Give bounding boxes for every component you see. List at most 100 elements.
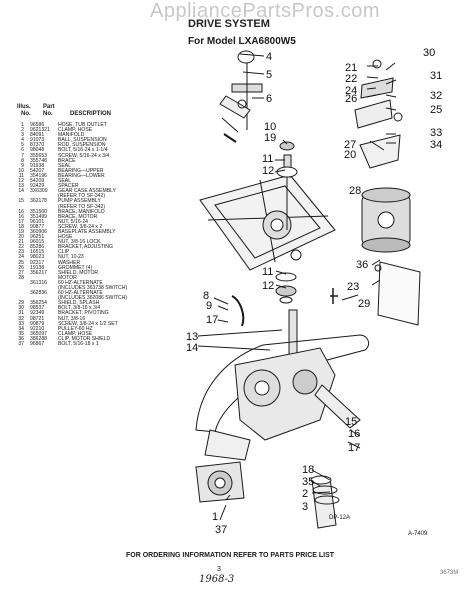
part-number: 361316 [30,279,47,286]
page-title: DRIVE SYSTEM [188,18,270,30]
corner-code: 3673M [440,570,459,576]
part-description: BEARING—LOWER [58,172,105,179]
part-description: ROD, SUSPENSION [58,142,106,149]
illus-number: 25 [18,259,24,266]
illus-number: 37 [18,341,24,348]
ordering-info-footer: FOR ORDERING INFORMATION REFER TO PARTS … [126,552,335,559]
illus-number: 7 [21,152,24,159]
illus-number: 3 [21,132,24,139]
callout-25: 25 [430,104,442,116]
part-number: 96101 [30,218,45,225]
part-number: 362178 [30,198,47,205]
part-description: CLAMP, HOSE [58,127,93,134]
parts-list-row: (REFER TO SF-342) [14,194,174,199]
part-number: 360906 [30,228,47,235]
callout-17b: 17 [348,442,360,454]
part-description: CLIP [58,249,70,256]
callout-23: 23 [347,281,359,293]
part-description: SEAL [58,178,72,185]
parts-list-row: 21 96015 NUT, 3/8-16 LOCK [14,240,174,245]
callout-19: 19 [264,132,276,144]
parts-list-row: (INCLUDES 363738 SWITCH) [14,285,174,291]
callout-31: 31 [430,70,442,82]
part-description: (REFER TO SF-342) [58,203,106,210]
part-description: WASHER [58,259,81,266]
illus-number: 23 [18,249,24,256]
illus-number: 30 [18,305,24,312]
illus-number: 5 [21,142,24,149]
callout-26: 26 [345,93,357,105]
part-number: 98721 [30,315,45,322]
part-number: 356254 [30,300,47,307]
part-number: 54207 [30,167,45,174]
part-number: 355748 [30,157,47,164]
callout-10: 10 [264,121,276,133]
part-number: 356217 [30,269,47,276]
part-number: 91073 [30,137,45,144]
part-description: BRACKET, ADJUSTING [58,244,113,251]
illus-number: 21 [18,239,24,246]
part-number: 98048 [30,147,45,154]
part-description: SPACER [58,183,79,190]
callout-36: 36 [356,259,368,271]
callout-16: 16 [348,428,360,440]
part-number: 54209 [30,178,45,185]
callout-33: 33 [430,127,442,139]
parts-list-row: (INCLUDES 362086 SWITCH) [14,296,174,301]
callout-11b: 11 [262,266,273,278]
part-number: 92349 [30,310,45,317]
callout-34: 34 [430,139,442,151]
part-description: PUMP ASSEMBLY [58,198,101,205]
callout-22: 22 [345,73,357,85]
part-number: 96251 [30,234,45,241]
part-description: (INCLUDES 363738 SWITCH) [58,285,128,291]
callout-11: 11 [262,153,273,165]
callout-17: 17 [206,314,218,326]
part-number: 84091 [30,132,45,139]
part-number: 355653 [30,152,47,159]
illus-number: 8 [21,157,24,164]
part-description: BRACE, MOTOR [58,213,98,220]
part-number: 96015 [30,239,45,246]
part-number: 3X6309 [30,188,48,195]
illus-number: 14 [18,188,24,195]
callout-28: 28 [349,185,361,197]
part-description: SCREW, 3/8-24 x 1/2 SET [58,320,118,327]
part-description: (REFER TO SF-342) [58,193,106,200]
illus-number: 26 [18,264,24,271]
col-header-illus-no: No. [21,111,31,117]
callout-18: 18 [302,464,314,476]
part-description: SCREW, 3/8-24 x 2 [58,223,103,230]
callout-29: 29 [358,298,370,310]
diagram-code-dp: DP-12A [329,515,351,521]
parts-list-row: 13 92429 SPACER [14,184,174,189]
illus-number: 28 [18,274,24,281]
callout-6: 6 [266,93,272,105]
part-number: 98023 [30,254,45,261]
illus-number: 13 [18,183,24,190]
part-description: NUT, 3/8-16 [58,315,86,322]
callout-14: 14 [186,342,198,354]
callout-21: 21 [345,62,357,74]
part-number: 92429 [30,183,45,190]
part-description: CLAMP, HOSE [58,330,93,337]
illus-number: 33 [18,320,24,327]
illus-number: 12 [18,178,24,185]
part-description: MANIFOLD [58,132,85,139]
page-number: 3 [217,566,221,573]
part-description: SHIELD, MOTOR [58,269,99,276]
callout-12: 12 [262,165,274,177]
part-description: NUT, 3/8-16 LOCK [58,239,101,246]
